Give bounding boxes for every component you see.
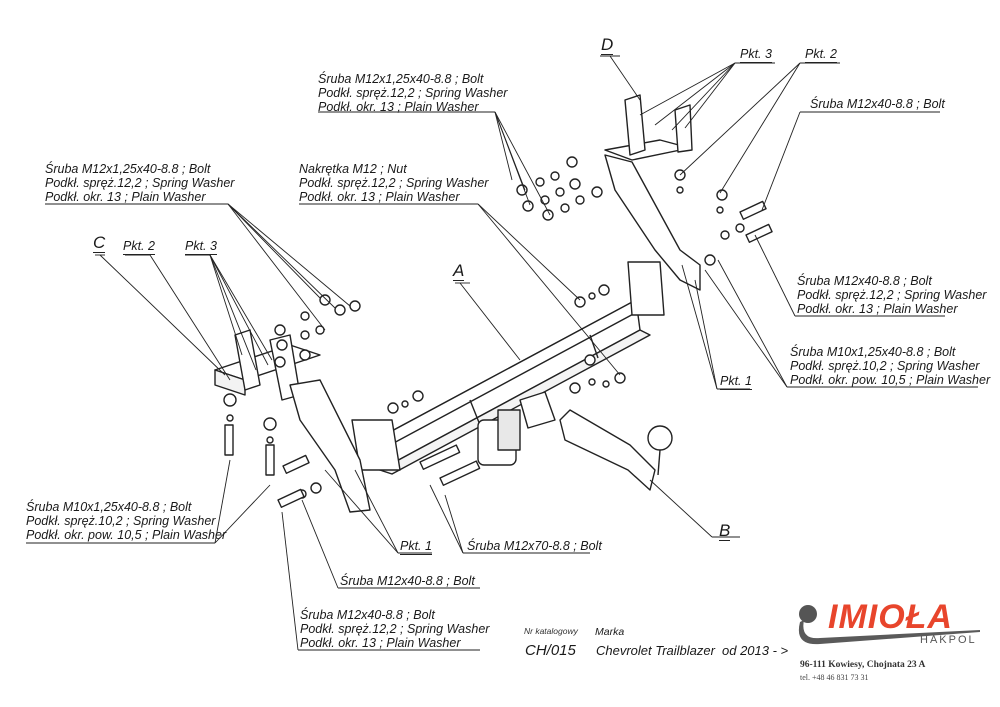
callout-bolt-group-right: Śruba M12x40-8.8 ; Bolt Podkł. spręż.12,… [797,274,986,316]
make-label: Marka [595,626,625,638]
callout-bolt-m12x70: Śruba M12x70-8.8 ; Bolt [467,539,602,553]
callout-line: Śruba M12x1,25x40-8.8 ; Bolt [45,162,211,176]
callout-bolt-right-single: Śruba M12x40-8.8 ; Bolt [810,97,945,111]
callout-bolt-m10-right: Śruba M10x1,25x40-8.8 ; Bolt Podkł. sprę… [790,345,990,387]
brand-logo: IMIOŁA HAKPOL [790,598,990,660]
vehicle-model: Chevrolet Trailblazer [596,643,715,658]
brand-subname: HAKPOL [920,634,977,646]
part-label-c: C [93,233,106,253]
callout-bolt-m10-left: Śruba M10x1,25x40-8.8 ; Bolt Podkł. sprę… [26,500,226,542]
hitch-ball-b [559,409,673,491]
point-label-pkt1-left: Pkt. 1 [400,539,432,555]
callout-line: Śruba M12x40-8.8 ; Bolt [300,608,435,622]
catalog-number: CH/015 [525,642,576,659]
callout-line: Nakrętka M12 ; Nut [299,162,407,176]
callout-line: Podkł. okr. 13 ; Plain Washer [797,302,958,316]
part-label-a: A [453,261,465,281]
socket-plate [477,391,556,466]
callout-bolt-group-top: Śruba M12x1,25x40-8.8 ; Bolt Podkł. sprę… [318,72,507,114]
bracket-d [604,94,701,291]
callout-bolt-group-left: Śruba M12x1,25x40-8.8 ; Bolt Podkł. sprę… [45,162,234,204]
callout-line: Śruba M12x1,25x40-8.8 ; Bolt [318,72,484,86]
callout-line: Podkł. spręż.12,2 ; Spring Washer [797,288,987,302]
point-label-pkt3-right: Pkt. 3 [740,47,772,63]
catalog-number-label: Nr katalogowy [524,626,578,636]
callout-line: Śruba M10x1,25x40-8.8 ; Bolt [790,345,956,359]
callout-line: Śruba M12x40-8.8 ; Bolt [797,274,932,288]
brand-address: 96-111 Kowiesy, Chojnata 23 A [800,660,926,670]
bracket-c [214,329,371,513]
point-label-pkt2-left: Pkt. 2 [123,239,155,255]
callout-line: Podkł. spręż.10,2 ; Spring Washer [790,359,980,373]
point-label-pkt1-right: Pkt. 1 [720,374,752,390]
callout-bolt-m12x40-mid: Śruba M12x40-8.8 ; Bolt [340,574,475,588]
callout-line: Podkł. spręż.12,2 ; Spring Washer [45,176,235,190]
callout-line: Podkł. okr. pow. 10,5 ; Plain Washer [26,528,227,542]
callout-line: Podkł. spręż.12,2 ; Spring Washer [300,622,490,636]
callout-nut-group: Nakrętka M12 ; Nut Podkł. spręż.12,2 ; S… [299,162,488,204]
callout-line: Podkł. okr. 13 ; Plain Washer [299,190,460,204]
point-label-pkt3-left: Pkt. 3 [185,239,217,255]
fasteners [223,156,773,508]
callout-line: Podkł. spręż.12,2 ; Spring Washer [318,86,508,100]
brand-name: IMIOŁA [828,598,953,636]
leader-lines [26,55,978,651]
crossbar-a [351,261,665,475]
point-label-pkt2-right: Pkt. 2 [805,47,837,63]
brand-phone: tel. +48 46 831 73 31 [800,673,869,682]
part-label-d: D [601,35,614,55]
callout-line: Podkł. okr. 13 ; Plain Washer [45,190,206,204]
part-label-b: B [719,521,731,541]
callout-line: Podkł. spręż.12,2 ; Spring Washer [299,176,489,190]
tow-ball-logo-icon [798,605,980,645]
callout-bolt-group-bottom: Śruba M12x40-8.8 ; Bolt Podkł. spręż.12,… [300,608,489,650]
callout-line: Podkł. okr. 13 ; Plain Washer [300,636,461,650]
callout-line: Podkł. okr. pow. 10,5 ; Plain Washer [790,373,991,387]
model-year: od 2013 - > [722,643,789,658]
callout-line: Podkł. okr. 13 ; Plain Washer [318,100,479,114]
callout-line: Podkł. spręż.10,2 ; Spring Washer [26,514,216,528]
callout-line: Śruba M10x1,25x40-8.8 ; Bolt [26,500,192,514]
